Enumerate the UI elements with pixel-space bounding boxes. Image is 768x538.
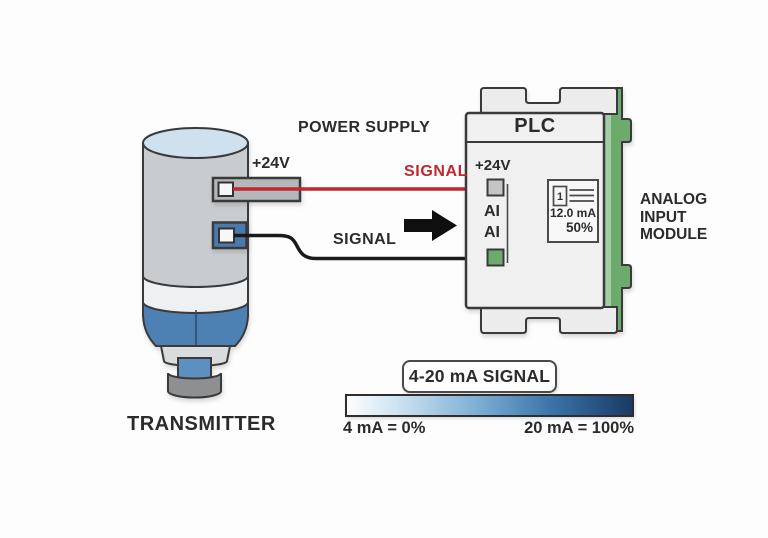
scale-title-box: 4-20 mA SIGNAL: [402, 360, 557, 393]
plc-bottom-tab: [480, 306, 618, 334]
transmitter-bottom-cap: [167, 372, 222, 399]
din-rail-highlight: [604, 102, 611, 316]
transmitter-body: [142, 142, 249, 291]
plc-ai2-label: AI: [484, 224, 500, 241]
signal-wire-black: [234, 233, 489, 261]
svg-text:1: 1: [557, 191, 563, 203]
transmitter-top-cap: [142, 127, 249, 159]
plc-graphic: 1: [464, 87, 632, 334]
plc-24v-label: +24V: [475, 157, 511, 174]
plc-ai1-label: AI: [484, 203, 500, 220]
scale-max-label: 20 mA = 100%: [524, 419, 634, 437]
scale-min-label: 4 mA = 0%: [343, 419, 426, 437]
power-supply-label: POWER SUPPLY: [298, 119, 431, 136]
signal-black-label: SIGNAL: [333, 231, 397, 248]
display-ma-reading: 12.0 mA: [549, 206, 597, 220]
analog-input-module-label: ANALOG INPUT MODULE: [640, 191, 708, 243]
power-terminal: [217, 181, 234, 197]
plc-24v-terminal: [486, 178, 505, 197]
display-percent-reading: 50%: [565, 220, 593, 235]
document-lines-icon: 1: [552, 185, 594, 207]
plc-title: PLC: [514, 115, 556, 137]
transmitter-24v-label: +24V: [252, 155, 290, 172]
transmitter-graphic: [142, 127, 249, 399]
transmitter-label: TRANSMITTER: [127, 413, 276, 435]
signal-red-label: SIGNAL: [404, 163, 469, 180]
scale-title-text: 4-20 mA SIGNAL: [408, 366, 551, 386]
arrow-right-icon: [404, 210, 457, 241]
transmitter-stem: [177, 357, 212, 381]
signal-gradient-bar: [345, 394, 634, 417]
plc-top-tab: [480, 87, 618, 115]
signal-terminal: [218, 227, 235, 244]
plc-ai-terminal: [486, 248, 505, 267]
